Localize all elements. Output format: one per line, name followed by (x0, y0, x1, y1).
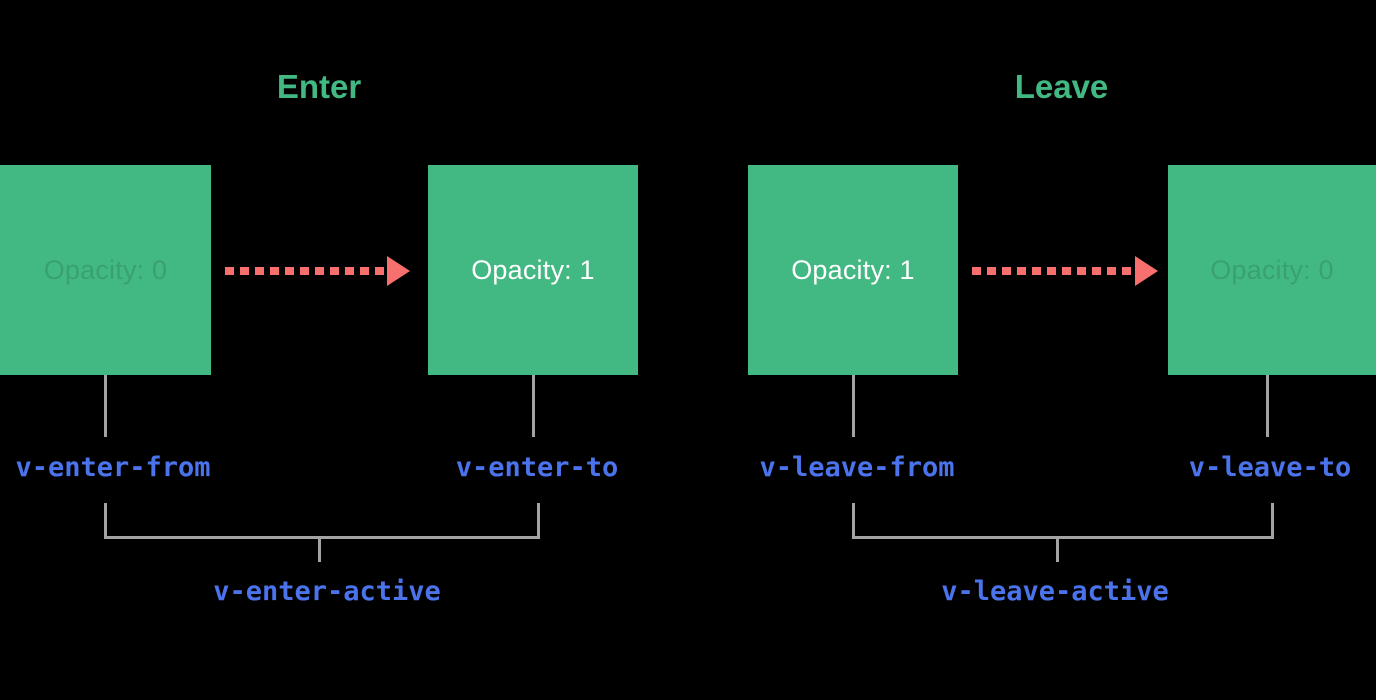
arrowhead-icon (1135, 256, 1158, 286)
enter-from-box: Opacity: 0 (0, 165, 211, 375)
arrowhead-icon (387, 256, 410, 286)
leave-to-connector-line (1266, 375, 1269, 437)
leave-title: Leave (1014, 68, 1109, 105)
leave-transition-arrow-icon (972, 256, 1158, 286)
leave-from-box: Opacity: 1 (748, 165, 958, 375)
enter-active-class-label: v-enter-active (213, 576, 441, 607)
leave-to-opacity-label: Opacity: 0 (1210, 254, 1334, 285)
leave-active-bracket-stem (1056, 536, 1059, 562)
leave-to-class-label: v-leave-to (1188, 452, 1352, 483)
enter-transition-arrow-icon (225, 256, 410, 286)
enter-active-bracket (104, 503, 540, 539)
enter-title: Enter (276, 68, 362, 105)
enter-active-bracket-stem (318, 536, 321, 562)
enter-from-opacity-label: Opacity: 0 (43, 254, 168, 285)
leave-to-box: Opacity: 0 (1168, 165, 1376, 375)
dashed-line (972, 267, 1137, 275)
leave-from-connector-line (852, 375, 855, 437)
dashed-line (225, 267, 389, 275)
leave-active-class-label: v-leave-active (941, 576, 1169, 607)
leave-from-class-label: v-leave-from (759, 452, 955, 483)
enter-to-class-label: v-enter-to (455, 452, 619, 483)
enter-from-connector-line (104, 375, 107, 437)
enter-from-class-label: v-enter-from (15, 452, 211, 483)
leave-active-bracket (852, 503, 1274, 539)
leave-from-opacity-label: Opacity: 1 (791, 254, 915, 285)
enter-to-box: Opacity: 1 (428, 165, 638, 375)
enter-to-connector-line (532, 375, 535, 437)
enter-to-opacity-label: Opacity: 1 (471, 254, 595, 285)
